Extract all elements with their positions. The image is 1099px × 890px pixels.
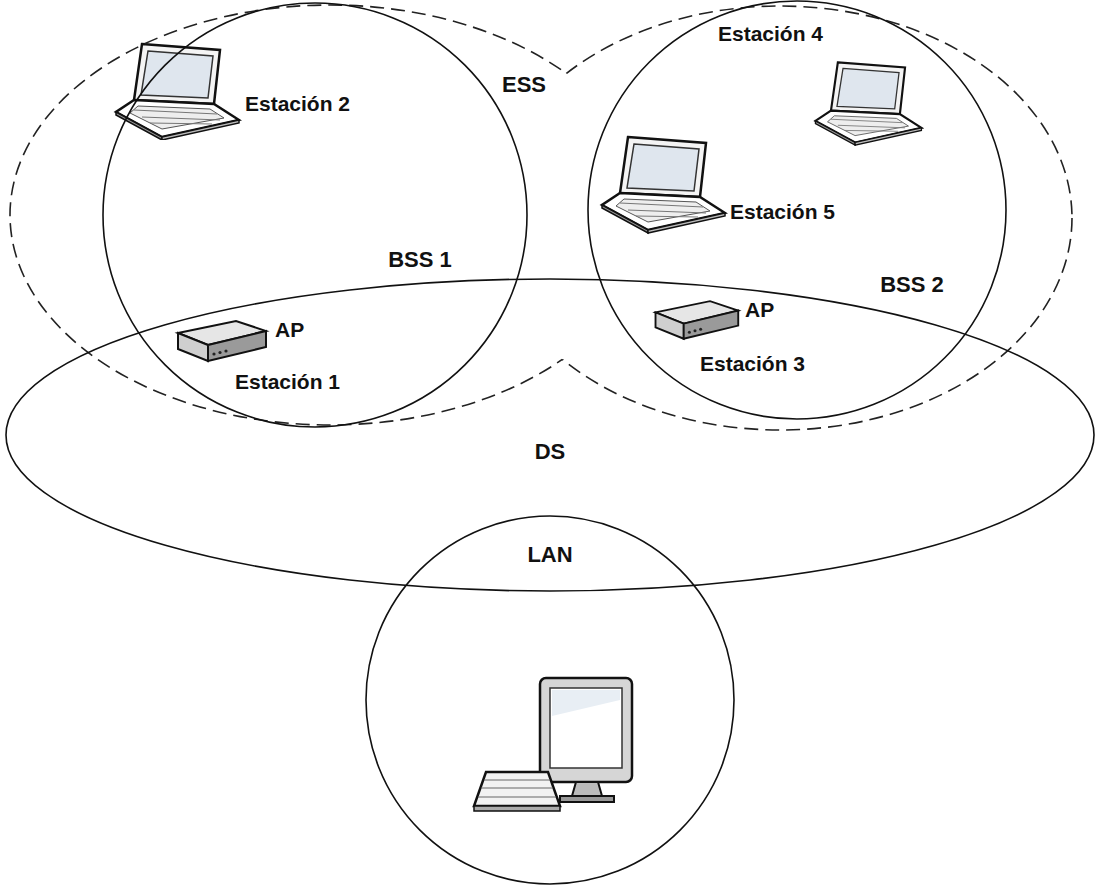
region-name: DS — [535, 440, 566, 464]
laptop-icon — [815, 62, 921, 145]
lan-circle-outline — [365, 515, 735, 885]
laptop-icon — [116, 44, 239, 140]
ess-region: ESS BSS 1 BSS 2 — [5, 2, 1075, 434]
ess-region-outline — [5, 2, 1075, 434]
bss-circle-line — [103, 3, 527, 427]
bss-circle-outline — [102, 2, 528, 428]
station-label: Estación 5 — [730, 200, 835, 224]
ap-label: AP — [745, 298, 774, 322]
ess-dashed-outline — [10, 5, 650, 425]
region-name: LAN — [527, 543, 572, 567]
lan-circle: LAN — [365, 515, 735, 885]
desktop-icon — [474, 678, 632, 811]
region-name: BSS 1 — [388, 248, 452, 272]
bss-circle: BSS 1 — [102, 2, 528, 428]
access-point-icon — [178, 321, 266, 361]
region-name: ESS — [502, 73, 546, 97]
laptop-icon — [602, 137, 725, 233]
station-label: Estación 1 — [235, 370, 340, 394]
region-name: BSS 2 — [880, 273, 944, 297]
bss-circle-line — [588, 1, 1006, 419]
ap-label: AP — [275, 318, 304, 342]
ds-ellipse-line — [6, 279, 1094, 591]
station-label: Estación 4 — [718, 22, 823, 46]
station-label: Estación 2 — [245, 92, 350, 116]
access-point-icon — [656, 301, 739, 339]
station-label: Estación 3 — [700, 352, 805, 376]
ess-dashed-outline — [488, 6, 1072, 430]
lan-circle-line — [366, 516, 734, 884]
